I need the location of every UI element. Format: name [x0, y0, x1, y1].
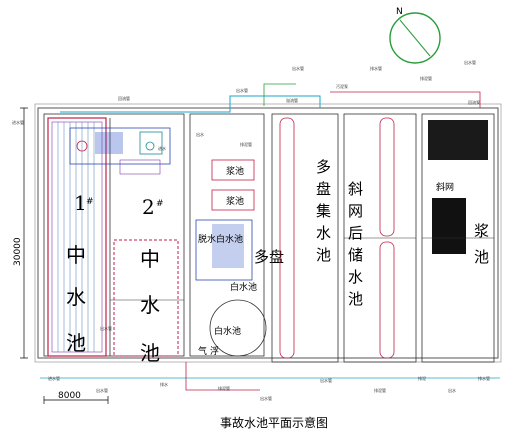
jiang-pool-mid-frame — [211, 189, 255, 211]
svg-text:出水管: 出水管 — [100, 325, 112, 331]
xiewang-char-3: 后 — [348, 224, 363, 242]
duopan-ji-char-1: 多 — [316, 158, 331, 176]
tiny-annotations: 回流管 出水管 溢流管 出水管 污泥泵 排水管 排泥管 出水管 回流泵 进水管 … — [12, 59, 490, 401]
building-outline — [37, 107, 499, 359]
svg-text:出水管: 出水管 — [260, 395, 272, 401]
bottom-pipe-red — [185, 362, 260, 391]
pool-1-frame — [47, 117, 107, 357]
svg-text:出水管: 出水管 — [320, 377, 332, 383]
north-arrow: N — [389, 7, 441, 64]
pool-2-frame — [113, 239, 179, 357]
xiewang-pipe-lower — [379, 241, 395, 359]
right-equipment-top — [428, 120, 488, 160]
north-label: N — [396, 7, 403, 17]
baishui-pool-label: 白水池 — [214, 325, 241, 337]
top-pipe-red — [330, 91, 481, 108]
qifu-char-1: 气 — [198, 345, 207, 357]
right-jiang-char-1: 浆 — [474, 222, 489, 240]
right-equipment-block — [432, 198, 466, 254]
jiang-pool-top-frame — [211, 159, 255, 181]
pool-1-grid — [57, 122, 95, 352]
pool-1-char-3: 池 — [66, 331, 86, 355]
svg-text:出水: 出水 — [196, 131, 204, 137]
width-dimension: 8000 — [43, 391, 109, 404]
diagram-caption: 事故水池平面示意图 — [220, 415, 328, 430]
svg-text:进水: 进水 — [158, 145, 166, 151]
qifu-char-2: 浮 — [210, 345, 219, 357]
duopan-ji-char-5: 池 — [316, 246, 331, 264]
pool-1-number: 1 — [74, 191, 87, 215]
tuoshui-tank — [195, 219, 253, 281]
svg-text:排泥管: 排泥管 — [374, 387, 386, 393]
svg-text:进水管: 进水管 — [48, 375, 60, 381]
svg-text:排水管: 排水管 — [478, 375, 490, 381]
svg-text:回流泵: 回流泵 — [468, 99, 480, 105]
zhong-pool-zone — [43, 113, 185, 357]
baishui-label: 白水池 — [230, 281, 257, 293]
svg-text:排水管: 排水管 — [370, 65, 382, 71]
pool-2-number: 2 — [142, 195, 155, 219]
pool-1-char-1: 中 — [66, 243, 86, 267]
svg-text:排泥管: 排泥管 — [240, 141, 252, 147]
qifu-tank — [209, 299, 267, 357]
top-equipment-cluster — [69, 127, 171, 175]
xiewang-char-4: 储 — [348, 246, 363, 264]
svg-text:排泥管: 排泥管 — [420, 75, 432, 81]
pool-2-char-1: 中 — [140, 247, 160, 271]
right-jiang-char-2: 池 — [474, 248, 489, 266]
pool-1-char-2: 水 — [66, 285, 86, 309]
top-pipe-cyan — [60, 95, 321, 113]
xiewang-char-5: 水 — [348, 268, 363, 286]
duopan-ji-char-4: 水 — [316, 224, 331, 242]
duopan-ji-char-2: 盘 — [316, 180, 331, 198]
svg-text:出水管: 出水管 — [236, 87, 248, 93]
svg-text:进水管: 进水管 — [12, 119, 24, 125]
top-pipe-green — [263, 83, 296, 106]
svg-text:出水: 出水 — [448, 387, 456, 393]
svg-text:排泥管: 排泥管 — [218, 385, 230, 391]
height-dimension: 30000 — [13, 107, 28, 359]
xiewang-pipe-upper — [379, 117, 395, 237]
xiewang-char-2: 网 — [348, 202, 363, 220]
duopan-label: 多盘 — [254, 248, 284, 266]
duopan-pipe — [279, 117, 295, 359]
pool-2-char-2: 水 — [140, 293, 160, 317]
svg-text:溢流管: 溢流管 — [286, 97, 298, 103]
xiewang-small-label: 斜网 — [436, 181, 454, 193]
pool-1-inner — [51, 121, 103, 353]
width-dimension-label: 8000 — [58, 391, 81, 401]
svg-text:出水管: 出水管 — [96, 387, 108, 393]
svg-text:出水管: 出水管 — [464, 59, 476, 65]
svg-text:污泥泵: 污泥泵 — [336, 83, 348, 89]
pool-2-hash: # — [156, 199, 164, 209]
building-outer-outline — [34, 103, 502, 363]
tuoshui-label: 脱水白水池 — [198, 233, 243, 245]
svg-text:回流管: 回流管 — [118, 95, 130, 101]
xiewang-char-1: 斜 — [348, 180, 363, 198]
pool-1-hash: # — [86, 197, 94, 207]
svg-text:排水: 排水 — [160, 381, 168, 387]
pool-2-char-3: 池 — [140, 341, 160, 365]
duopan-ji-pool — [271, 113, 339, 363]
height-dimension-label: 30000 — [13, 237, 23, 266]
svg-text:排泥: 排泥 — [418, 375, 426, 381]
tuoshui-equipment — [212, 224, 244, 268]
center-zone — [189, 113, 265, 357]
svg-text:出水管: 出水管 — [292, 65, 304, 71]
duopan-ji-char-3: 集 — [316, 202, 331, 220]
jiang-pool-mid-label: 浆池 — [226, 195, 244, 207]
xiewang-char-6: 池 — [348, 290, 363, 308]
jiang-pool-top-label: 浆池 — [226, 165, 244, 177]
